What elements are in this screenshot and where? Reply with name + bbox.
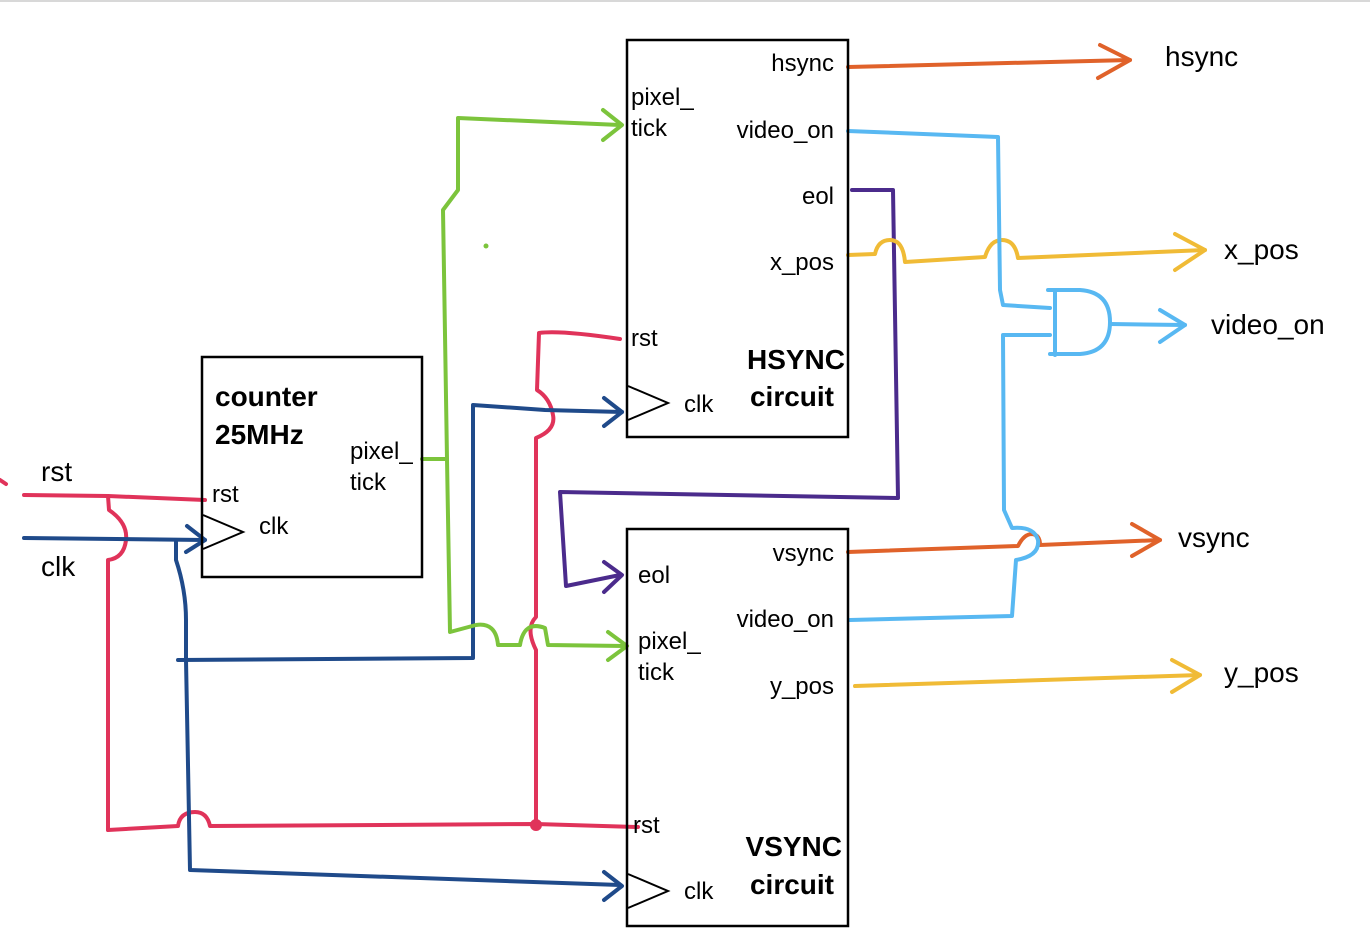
rst-input-stub: [0, 478, 8, 486]
counter-box: [200, 355, 424, 579]
vsync-title-line2: circuit: [750, 869, 834, 900]
video-on-wires: [846, 129, 1187, 622]
hsync-title-line1: HSYNC: [747, 344, 845, 375]
hsync-out-hsync-label: hsync: [771, 50, 834, 77]
vsync-box: [625, 527, 850, 928]
hsync-out-video-on-label: video_on: [737, 117, 834, 144]
vsync-out-arrow: [1130, 522, 1162, 558]
rst-junction-dot: [530, 819, 542, 831]
hsync-clk-triangle: [627, 385, 671, 421]
hsync-box: [625, 38, 850, 439]
hsync-out-wire: [846, 58, 1132, 69]
vsync-out-y-pos-label: y_pos: [770, 673, 834, 700]
output-x-pos-label: x_pos: [1224, 234, 1299, 265]
video-on-out-wire: [1108, 322, 1187, 327]
output-y-pos-label: y_pos: [1224, 657, 1299, 688]
hsync-out-arrow: [1096, 43, 1132, 80]
vsync-out-vsync-label: vsync: [773, 540, 834, 567]
hsync-tick-label-line1: pixel_: [631, 84, 694, 111]
output-vsync-label: vsync: [1178, 522, 1250, 553]
tick-to-hsync-arrow: [601, 108, 624, 142]
clk-to-vsync-arrow: [602, 870, 624, 902]
counter-clk-triangle: [202, 514, 246, 550]
x-pos-wire: [846, 238, 1207, 264]
hsync-title-line2: circuit: [750, 381, 834, 412]
eol-wires: [558, 188, 900, 594]
counter-rst-label: rst: [212, 481, 239, 508]
clk-wires: [22, 396, 624, 902]
clk-trunk-wire: [174, 538, 622, 887]
eol-arrow: [602, 560, 624, 594]
hsync-out-eol-label: eol: [802, 183, 834, 210]
vsync-clk-triangle: [627, 873, 671, 909]
position-wires: [846, 232, 1207, 694]
input-rst-label: rst: [41, 456, 72, 487]
counter-block: counter 25MHz rst clk pixel_ tick: [200, 355, 424, 579]
hsync-video-on-wire: [846, 129, 1052, 310]
vsync-title-line1: VSYNC: [746, 831, 842, 862]
counter-title-line2: 25MHz: [215, 419, 304, 450]
vsync-rst-label: rst: [633, 812, 660, 839]
hsync-clk-label: clk: [684, 391, 714, 418]
hsync-tick-label-line2: tick: [631, 115, 668, 142]
counter-out-label-line2: tick: [350, 469, 387, 496]
vsync-out-wire: [846, 532, 1162, 554]
video-on-out-arrow: [1158, 308, 1187, 344]
hsync-rst-label: rst: [631, 325, 658, 352]
counter-clk-label: clk: [259, 513, 289, 540]
clk-counter-arrow: [184, 524, 207, 554]
vsync-block: eol pixel_ tick rst clk vsync video_on y…: [625, 527, 850, 928]
hsync-block: pixel_ tick rst clk hsync video_on eol x…: [625, 38, 850, 439]
output-video-on-label: video_on: [1211, 309, 1325, 340]
rst-to-vsync-wire: [106, 810, 640, 832]
pixel-tick-wires: [420, 108, 629, 662]
rst-to-counter-wire: [22, 493, 207, 502]
vsync-tick-label-line2: tick: [638, 659, 675, 686]
clk-mid-wire: [176, 403, 624, 662]
vsync-clk-label: clk: [684, 878, 714, 905]
vsync-video-on-wire: [848, 333, 1052, 622]
stray-green-dot: [483, 243, 489, 249]
input-clk-label: clk: [41, 551, 76, 582]
and-gate-shape: [1046, 288, 1112, 357]
output-hsync-label: hsync: [1165, 41, 1238, 72]
counter-title-line1: counter: [215, 381, 318, 412]
counter-out-label-line1: pixel_: [350, 438, 413, 465]
clk-to-hsync-arrow: [602, 396, 624, 428]
eol-wire: [558, 188, 900, 588]
vsync-tick-label-line1: pixel_: [638, 628, 701, 655]
y-pos-wire: [853, 673, 1202, 688]
vsync-eol-label: eol: [638, 562, 670, 589]
y-pos-arrow: [1170, 658, 1202, 694]
tick-to-vsync-wire: [445, 457, 627, 648]
vsync-out-video-on-label: video_on: [737, 606, 834, 633]
rst-vertical-trunk-wire: [106, 494, 129, 832]
tick-to-hsync-wire: [441, 116, 622, 461]
x-pos-arrow: [1173, 232, 1207, 272]
hsync-out-x-pos-label: x_pos: [770, 249, 834, 276]
rst-wires: [22, 330, 640, 832]
